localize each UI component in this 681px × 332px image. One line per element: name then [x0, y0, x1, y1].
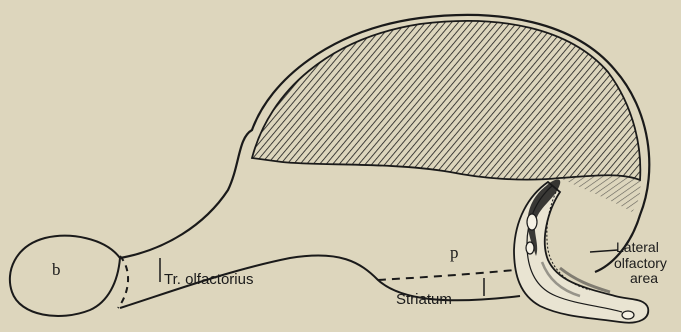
label-striatum: Striatum [396, 291, 452, 308]
label-p: p [450, 243, 459, 262]
striatum-dashed-line [378, 270, 515, 280]
label-area: area [630, 270, 658, 286]
label-olfactory: olfactory [614, 255, 667, 271]
label-tr-olfactorius: Tr. olfactorius [164, 271, 253, 288]
label-b: b [52, 260, 61, 279]
olfactory-bulb-outline [10, 236, 120, 316]
pallium-hatched-region [252, 21, 640, 180]
pallium-hatch-fade [560, 175, 641, 212]
lateral-olfactory-leader [590, 250, 618, 252]
label-lateral: Lateral [616, 239, 659, 255]
